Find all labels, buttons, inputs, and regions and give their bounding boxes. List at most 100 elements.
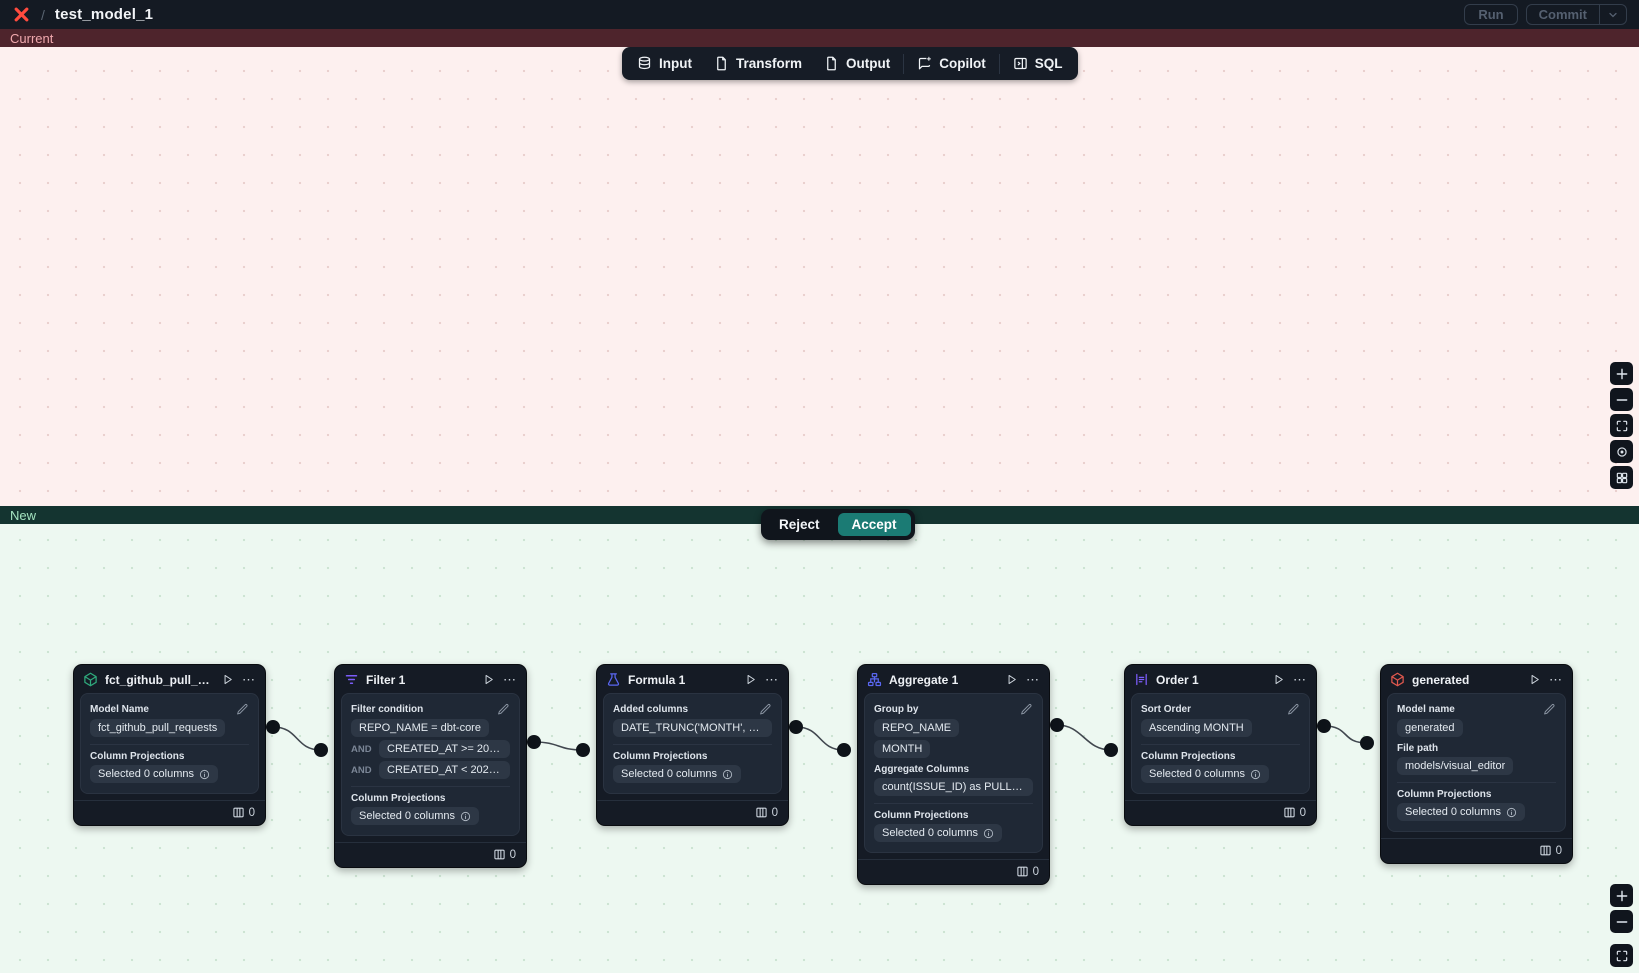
value-pill[interactable]: Selected 0 columns xyxy=(351,807,479,825)
node-menu-button[interactable]: ⋯ xyxy=(242,671,256,687)
target-port[interactable] xyxy=(837,743,851,757)
edit-pencil-icon[interactable] xyxy=(1287,703,1300,716)
value-pill[interactable]: Selected 0 columns xyxy=(1141,765,1269,783)
info-icon[interactable] xyxy=(1250,769,1261,780)
fit-view-button[interactable] xyxy=(1610,944,1633,967)
value-pill-text: CREATED_AT < 2025-03-01 xyxy=(387,764,502,776)
grid-view-button[interactable] xyxy=(1610,466,1633,489)
value-pill[interactable]: REPO_NAME xyxy=(874,719,960,737)
copilot-icon xyxy=(917,56,932,71)
field-label: Added columns xyxy=(613,704,689,715)
value-pill[interactable]: Selected 0 columns xyxy=(613,765,741,783)
toolbar-item-transform[interactable]: Transform xyxy=(703,47,813,80)
target-port[interactable] xyxy=(576,743,590,757)
columns-count: 0 xyxy=(771,806,778,819)
value-pill[interactable]: generated xyxy=(1397,719,1463,737)
edit-pencil-icon[interactable] xyxy=(236,703,249,716)
edit-pencil-icon[interactable] xyxy=(1020,703,1033,716)
info-icon[interactable] xyxy=(1506,807,1517,818)
run-node-button[interactable] xyxy=(1272,673,1285,686)
info-icon[interactable] xyxy=(722,769,733,780)
value-pill[interactable]: CREATED_AT >= 2024-12-01 xyxy=(379,740,510,758)
node-toolbar: Input Transform Output Copilot xyxy=(622,47,1078,80)
target-port[interactable] xyxy=(1104,743,1118,757)
edit-pencil-icon[interactable] xyxy=(759,703,772,716)
fit-view-button[interactable] xyxy=(1610,414,1633,437)
field-label: Column Projections xyxy=(1141,751,1236,762)
zoom-out-button[interactable] xyxy=(1610,388,1633,411)
source-port[interactable] xyxy=(266,720,280,734)
toolbar-item-label: Input xyxy=(659,56,692,71)
run-node-button[interactable] xyxy=(1005,673,1018,686)
formula-icon xyxy=(606,672,621,687)
run-node-button[interactable] xyxy=(482,673,495,686)
commit-button[interactable]: Commit xyxy=(1538,7,1587,22)
group-divider xyxy=(1141,744,1300,745)
run-button[interactable]: Run xyxy=(1464,4,1518,25)
condition-conjunction: AND xyxy=(351,764,372,776)
current-canvas[interactable]: Input Transform Output Copilot xyxy=(0,47,1639,506)
commit-dropdown-button[interactable] xyxy=(1599,5,1626,24)
sql-panel-icon xyxy=(1013,56,1028,71)
toolbar-item-input[interactable]: Input xyxy=(626,47,703,80)
toolbar-item-copilot[interactable]: Copilot xyxy=(906,47,997,80)
run-node-button[interactable] xyxy=(1528,673,1541,686)
value-pill[interactable]: MONTH xyxy=(874,740,931,758)
value-pill[interactable]: CREATED_AT < 2025-03-01 xyxy=(379,761,510,779)
value-pill[interactable]: count(ISSUE_ID) as PULL_REQUEST_… xyxy=(874,778,1033,796)
info-icon[interactable] xyxy=(983,828,994,839)
value-pill[interactable]: Selected 0 columns xyxy=(90,765,218,783)
info-icon[interactable] xyxy=(199,769,210,780)
accept-button[interactable]: Accept xyxy=(837,513,911,536)
new-canvas[interactable]: fct_github_pull_requests ⋯ Model Namefct… xyxy=(0,524,1639,973)
value-pill[interactable]: fct_github_pull_requests xyxy=(90,719,226,737)
edit-pencil-icon[interactable] xyxy=(497,703,510,716)
value-pill[interactable]: REPO_NAME = dbt-core xyxy=(351,719,489,737)
run-node-button[interactable] xyxy=(744,673,757,686)
value-pill-text: CREATED_AT >= 2024-12-01 xyxy=(387,743,502,755)
node-footer: 0 xyxy=(74,800,265,825)
source-port[interactable] xyxy=(527,735,541,749)
source-port[interactable] xyxy=(789,720,803,734)
zoom-in-button[interactable] xyxy=(1610,884,1633,907)
value-pill[interactable]: Selected 0 columns xyxy=(874,824,1002,842)
value-pill-text: Selected 0 columns xyxy=(1405,806,1501,818)
focus-button[interactable] xyxy=(1610,440,1633,463)
source-port[interactable] xyxy=(1050,718,1064,732)
node-menu-button[interactable]: ⋯ xyxy=(1293,671,1307,687)
value-pill[interactable]: Selected 0 columns xyxy=(1397,803,1525,821)
run-node-button[interactable] xyxy=(221,673,234,686)
node-menu-button[interactable]: ⋯ xyxy=(1026,671,1040,687)
target-port[interactable] xyxy=(1360,736,1374,750)
database-icon xyxy=(637,56,652,71)
reject-button[interactable]: Reject xyxy=(765,513,834,536)
dbt-logo-icon[interactable] xyxy=(12,5,31,24)
toolbar-item-sql[interactable]: SQL xyxy=(1002,47,1074,80)
target-port[interactable] xyxy=(314,743,328,757)
node-header: fct_github_pull_requests ⋯ xyxy=(74,665,265,693)
value-pill[interactable]: Ascending MONTH xyxy=(1141,719,1252,737)
info-icon[interactable] xyxy=(460,811,471,822)
value-pill[interactable]: models/visual_editor xyxy=(1397,757,1514,775)
node-menu-button[interactable]: ⋯ xyxy=(1549,671,1563,687)
node-header: Order 1 ⋯ xyxy=(1125,665,1316,693)
value-pill[interactable]: DATE_TRUNC('MONTH', CREATED_AT… xyxy=(613,719,772,737)
node-title: fct_github_pull_requests xyxy=(105,672,214,687)
value-pill-text: Ascending MONTH xyxy=(1149,722,1244,734)
node-menu-button[interactable]: ⋯ xyxy=(765,671,779,687)
node-footer: 0 xyxy=(1125,800,1316,825)
node-menu-button[interactable]: ⋯ xyxy=(503,671,517,687)
toolbar-item-output[interactable]: Output xyxy=(813,47,901,80)
source-port[interactable] xyxy=(1317,719,1331,733)
zoom-out-button[interactable] xyxy=(1610,910,1633,933)
zoom-in-button[interactable] xyxy=(1610,362,1633,385)
edit-pencil-icon[interactable] xyxy=(1543,703,1556,716)
filter-icon xyxy=(344,672,359,687)
graph-node[interactable]: fct_github_pull_requests ⋯ Model Namefct… xyxy=(73,664,266,826)
